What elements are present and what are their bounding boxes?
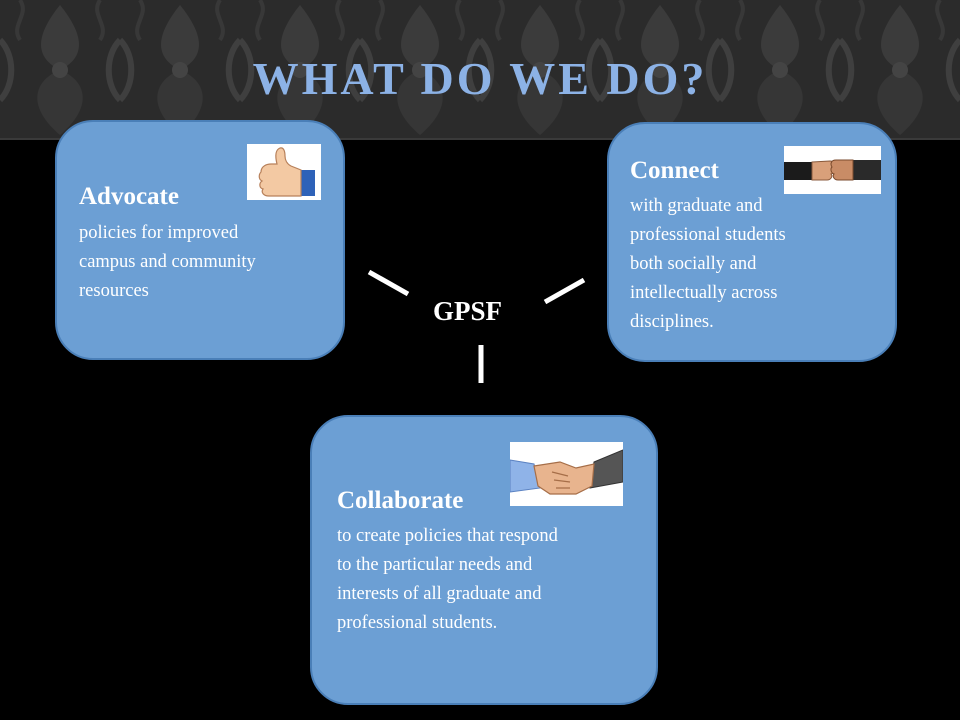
collaborate-line: to create policies that respond [337, 526, 558, 546]
collaborate-line: interests of all graduate and [337, 584, 542, 604]
connect-text: with graduate and professional students … [630, 192, 786, 337]
connect-line: with graduate and [630, 196, 763, 216]
advocate-line: campus and community [79, 252, 256, 272]
fist-bump-icon [784, 146, 881, 194]
handshake-icon [510, 442, 623, 506]
collaborate-text: to create policies that respond to the p… [337, 522, 558, 638]
thumbs-up-icon [247, 144, 321, 200]
collaborate-card: Collaborate to create policies that resp… [310, 415, 658, 705]
page-title: What do we do? [252, 53, 708, 104]
advocate-heading: Advocate [79, 183, 179, 210]
connect-line: intellectually across [630, 283, 778, 303]
advocate-line: policies for improved [79, 223, 239, 243]
collaborate-heading: Collaborate [337, 487, 464, 514]
collaborate-line: professional students. [337, 613, 498, 633]
connect-heading: Connect [630, 157, 719, 184]
advocate-card: Advocate policies for improved campus an… [55, 120, 345, 360]
connector-left [367, 269, 410, 297]
center-label: GPSF [433, 296, 503, 326]
connect-card: Connect with graduate and professional s… [607, 122, 897, 362]
advocate-line: resources [79, 281, 149, 301]
advocate-text: policies for improved campus and communi… [79, 219, 256, 306]
header-banner: What do we do? [0, 0, 960, 140]
connect-line: disciplines. [630, 312, 714, 332]
collaborate-line: to the particular needs and [337, 555, 533, 575]
connect-line: both socially and [630, 254, 757, 274]
connect-line: professional students [630, 225, 786, 245]
connector-right [543, 277, 586, 305]
damask-pattern [0, 0, 960, 138]
